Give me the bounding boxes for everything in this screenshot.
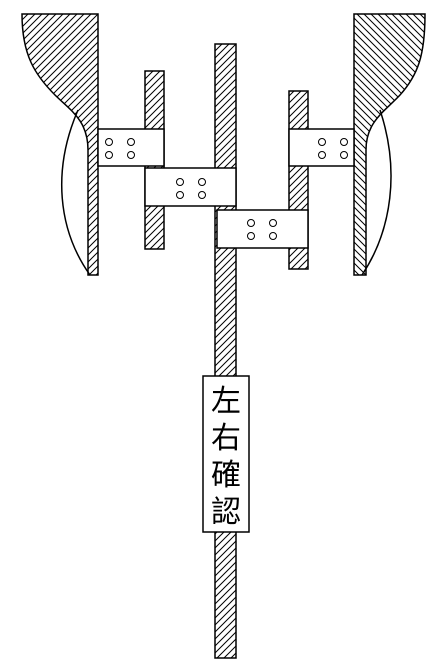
sign-char-4: 認 [211,495,241,530]
bolt-hole-icon [318,151,326,159]
left-arm-outline [60,109,91,276]
central-shaft [214,43,237,659]
bolt-hole-icon [105,138,113,146]
bolt-hole-icon [340,151,348,159]
bolt-hole-icon [127,138,135,146]
bolt-hole-icon [127,151,135,159]
bolt-hole-icon [198,191,206,199]
bolt-hole-icon [198,178,206,186]
sign-box [202,375,250,533]
left-bracket [21,13,99,276]
bolt-hole-icon [176,178,184,186]
bolt-hole-icon [340,138,348,146]
right-arm-outline [361,109,392,276]
sign-char-3: 確 [211,458,241,493]
sign-label: 左 右 確 認 [202,375,250,533]
bolt-hole-icon [269,232,277,240]
plate-center-lower [216,209,309,249]
right-bracket [353,13,426,276]
plate-right [288,128,355,167]
bolt-hole-icon [247,219,255,227]
bolt-hole-icon [318,138,326,146]
bolt-hole-icon [176,191,184,199]
plate-center-upper [144,167,237,207]
bolt-hole-icon [247,232,255,240]
bolt-hole-icon [105,151,113,159]
sign-char-1: 左 [211,384,241,419]
bolt-hole-icon [269,219,277,227]
sign-char-2: 右 [211,421,241,456]
plate-left [97,128,165,167]
